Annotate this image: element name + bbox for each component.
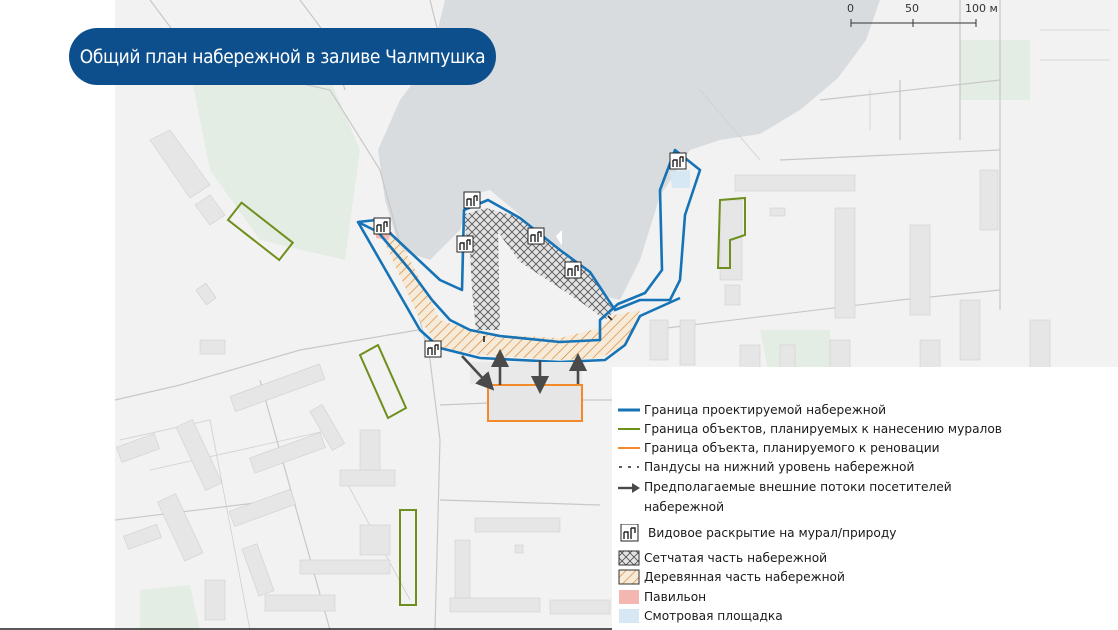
- legend-label: Видовое раскрытие на мурал/природу: [648, 526, 897, 540]
- viewpoint-icon: [527, 227, 545, 245]
- viewpoint-icons: [373, 152, 687, 358]
- legend-label: Предполагаемые внешние потоки посетителе…: [644, 480, 952, 514]
- legend-item-wood: Деревянная часть набережной: [612, 568, 1112, 586]
- scale-label-50: 50: [905, 2, 919, 15]
- legend-symbol-blue-line: [618, 408, 640, 412]
- renovation-top: [470, 362, 582, 384]
- legend-symbol-mesh: [618, 550, 640, 566]
- roads: [114, 0, 1001, 630]
- scale-bar: [850, 19, 977, 27]
- legend-symbol-viewing-platform: [619, 609, 639, 623]
- legend-label: Граница объекта, планируемого к реноваци…: [644, 441, 940, 455]
- viewpoint-icon: [373, 217, 391, 235]
- embankment-boundary: [356, 148, 702, 344]
- legend-item-viewing-platform: Смотровая площадка: [612, 607, 1112, 625]
- renovation-object: [487, 384, 583, 422]
- legend-label: Граница проектируемой набережной: [644, 403, 887, 417]
- viewing-platform: [670, 170, 690, 188]
- legend-item-renovation-object: Граница объекта, планируемого к реноваци…: [612, 439, 1112, 457]
- water-marker: [556, 230, 562, 246]
- wooden-embankment: [378, 228, 640, 360]
- viewpoint-icon: [456, 235, 474, 253]
- visitor-flows: [461, 348, 588, 395]
- legend-label: Граница объектов, планируемых к нанесени…: [644, 422, 1002, 436]
- legend-item-ramps: Пандусы на нижний уровень набережной: [612, 458, 1112, 476]
- legend-label: Деревянная часть набережной: [644, 570, 845, 584]
- legend-label: Пандусы на нижний уровень набережной: [644, 460, 915, 474]
- legend-item-mural-objects: Граница объектов, планируемых к нанесени…: [612, 420, 1112, 438]
- legend-label: Сетчатая часть набережной: [644, 551, 828, 565]
- ramps: [483, 315, 613, 342]
- mural-objects: [226, 196, 746, 606]
- scale-label-0: 0: [847, 2, 854, 15]
- viewpoint-icon: [424, 340, 442, 358]
- legend-symbol-orange-line: [618, 447, 640, 449]
- legend-symbol-dashed-line: [619, 466, 639, 468]
- legend-symbol-pavilion: [619, 590, 639, 604]
- mesh-pier-diagonal: [486, 208, 614, 320]
- legend-symbol-wood: [618, 569, 640, 585]
- viewpoint-icon: [620, 524, 639, 542]
- scale-label-100: 100 м: [965, 2, 998, 15]
- legend-item-pavilion: Павильон: [612, 588, 1112, 606]
- viewpoint-icon: [564, 261, 582, 279]
- legend-item-mesh: Сетчатая часть набережной: [612, 549, 1112, 567]
- legend-item-embankment-boundary: Граница проектируемой набережной: [612, 401, 1112, 419]
- legend-label: Павильон: [644, 590, 707, 604]
- legend-symbol-green-line: [618, 428, 640, 430]
- viewpoint-icon: [463, 191, 481, 209]
- legend-symbol-arrow: [618, 483, 640, 493]
- viewpoint-icon: [669, 152, 687, 170]
- map-legend: Граница проектируемой набережной Граница…: [612, 367, 1118, 630]
- map-title: Общий план набережной в заливе Чалмпушка: [69, 28, 496, 85]
- legend-label: Смотровая площадка: [644, 609, 783, 623]
- bay-water: [378, 0, 880, 300]
- legend-item-viewpoint: Видовое раскрытие на мурал/природу: [612, 524, 1112, 542]
- legend-item-visitor-flows: Предполагаемые внешние потоки посетителе…: [612, 479, 1112, 519]
